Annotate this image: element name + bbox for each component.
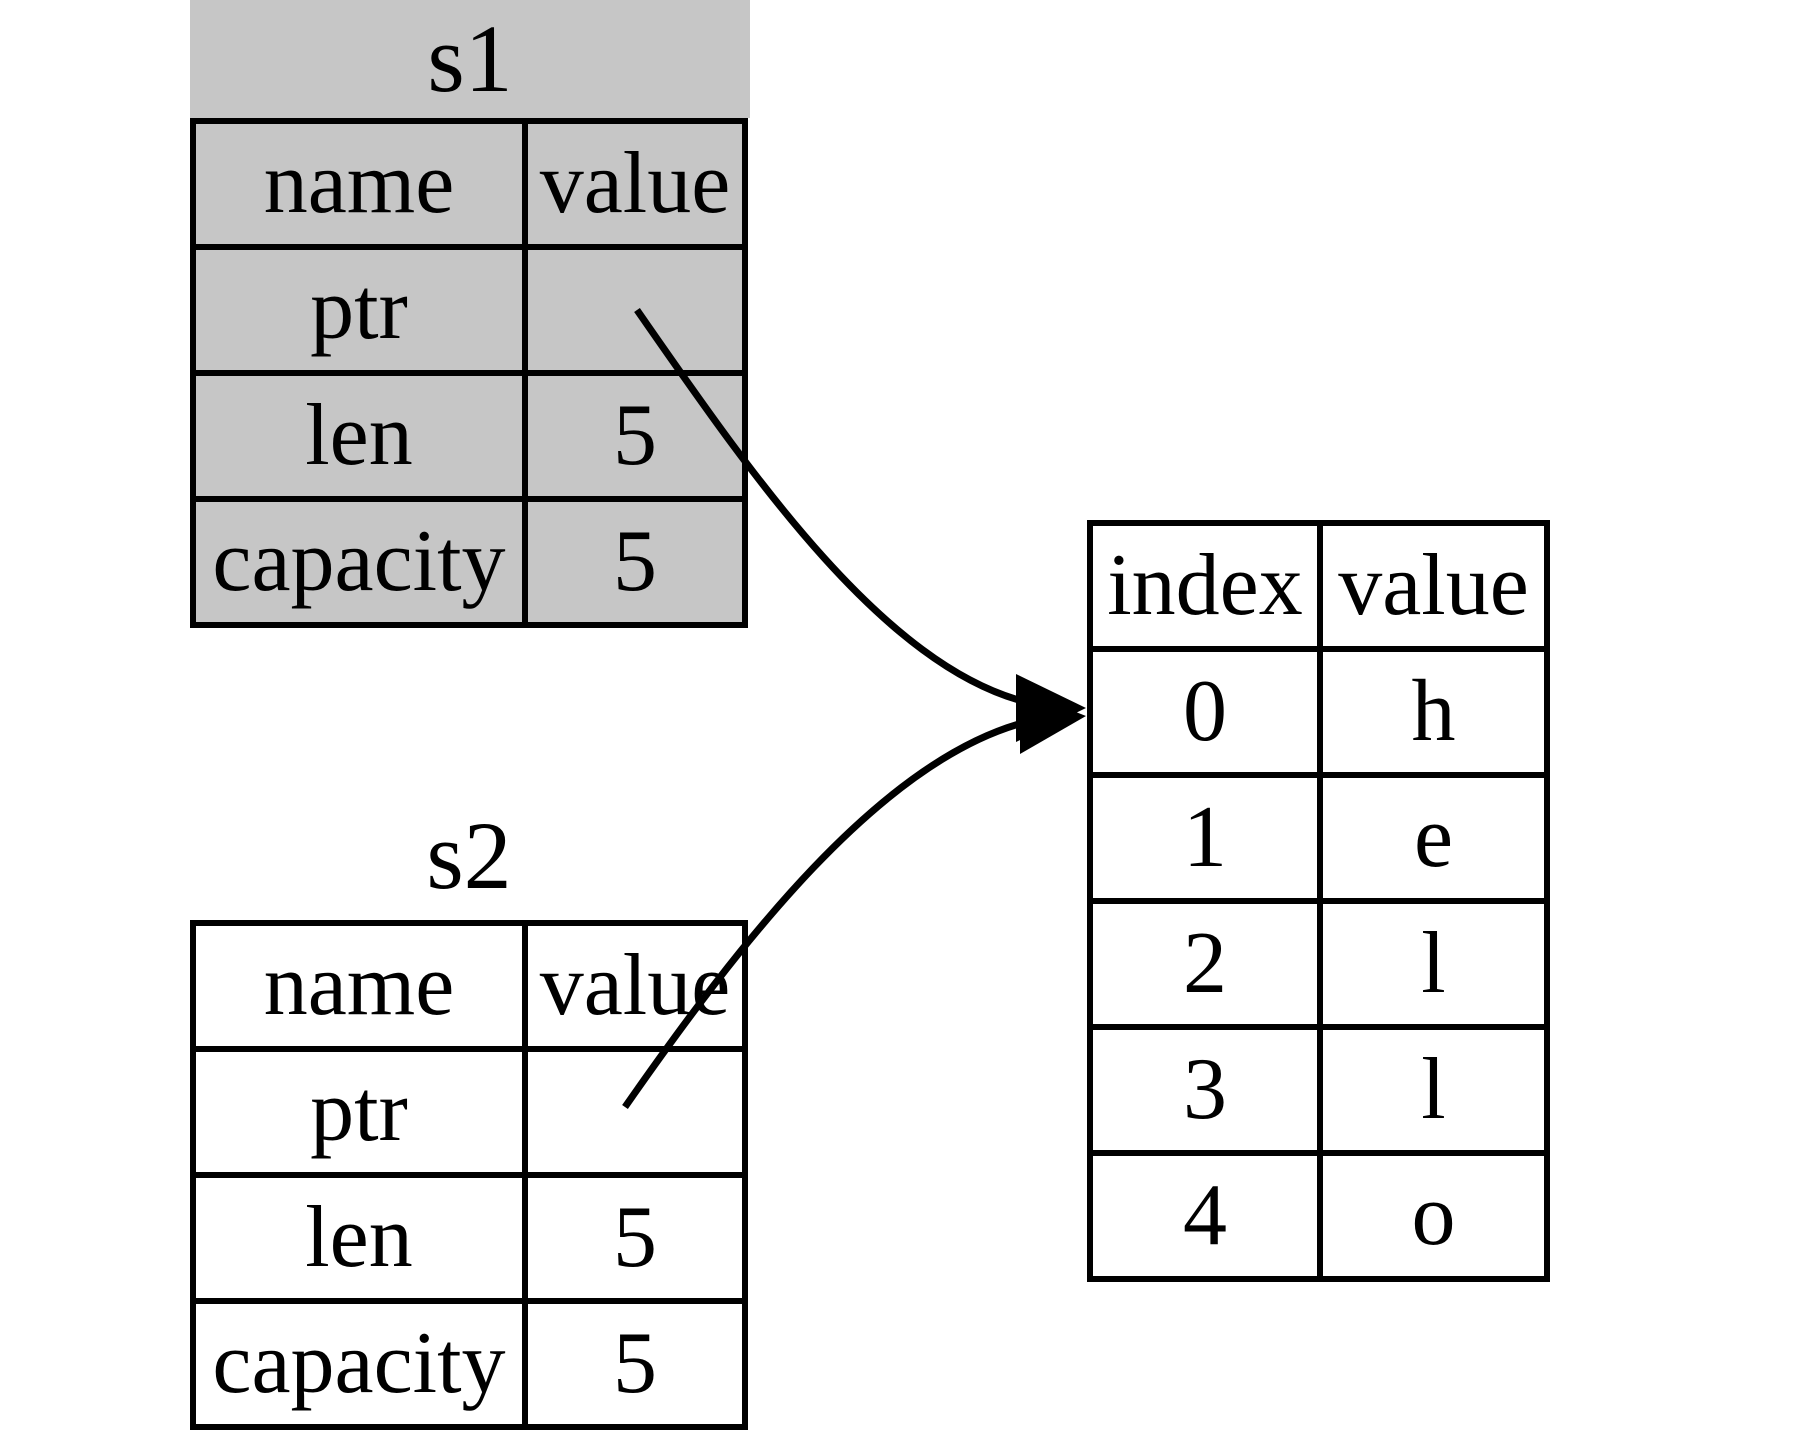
heap-row-4-index: 4 [1093,1156,1317,1276]
heap-row-0-index: 0 [1093,652,1317,772]
s1-row-len-value: 5 [528,376,742,496]
s2-header-name: name [196,926,522,1046]
s2-row-len-value: 5 [528,1178,742,1298]
heap-row-3-index: 3 [1093,1030,1317,1150]
s1-row-ptr-name: ptr [196,250,522,370]
arrowhead-icon [1016,674,1086,742]
s1-header-name: name [196,124,522,244]
s1-header-value: value [528,124,742,244]
heap-header-value: value [1323,526,1544,646]
s2-row-capacity-value: 5 [528,1304,742,1424]
s2-row-ptr-value [528,1052,742,1172]
s2-row-len-name: len [196,1178,522,1298]
heap-row-2-index: 2 [1093,904,1317,1024]
s1-title: s1 [427,5,513,112]
heap-table: index value 0 h 1 e 2 l 3 l 4 o [1087,520,1550,1282]
heap-row-0-value: h [1323,652,1544,772]
arrowhead-icon [1020,690,1086,754]
s1-row-capacity-name: capacity [196,502,522,622]
s2-title: s2 [190,800,748,912]
s2-row-ptr-name: ptr [196,1052,522,1172]
heap-row-3-value: l [1323,1030,1544,1150]
heap-row-1-index: 1 [1093,778,1317,898]
s1-row-ptr-value [528,250,742,370]
s1-row-capacity-value: 5 [528,502,742,622]
heap-header-index: index [1093,526,1317,646]
s2-header-value: value [528,926,742,1046]
heap-row-4-value: o [1323,1156,1544,1276]
s1-title-band: s1 [190,0,750,118]
s1-row-len-name: len [196,376,522,496]
s1-table: name value ptr len 5 capacity 5 [190,118,748,628]
heap-row-2-value: l [1323,904,1544,1024]
s2-title-text: s2 [426,802,512,909]
heap-row-1-value: e [1323,778,1544,898]
s2-table: name value ptr len 5 capacity 5 [190,920,748,1430]
s2-row-capacity-name: capacity [196,1304,522,1424]
